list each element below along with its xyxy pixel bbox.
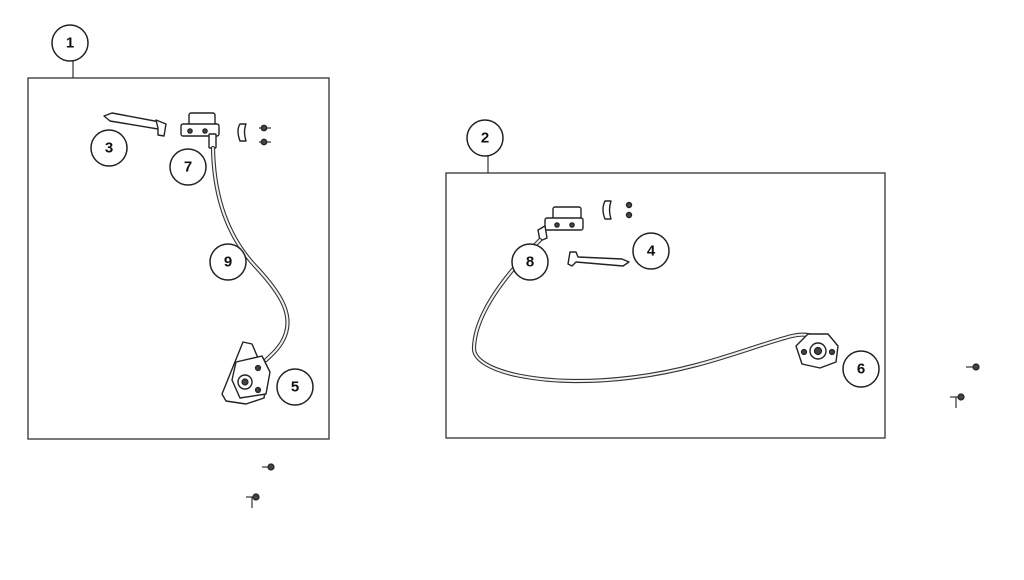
brake-hose-left bbox=[210, 145, 290, 363]
svg-text:3: 3 bbox=[105, 140, 113, 157]
assembly-1-callout: 1 bbox=[51, 24, 89, 62]
callout-7: 7 bbox=[169, 148, 207, 186]
bolt-pair-left bbox=[259, 124, 271, 146]
brake-lever-right bbox=[567, 251, 630, 267]
svg-text:8: 8 bbox=[526, 254, 534, 271]
svg-text:9: 9 bbox=[224, 254, 232, 271]
assembly-2-frame bbox=[445, 172, 886, 439]
callout-4: 4 bbox=[632, 232, 670, 270]
svg-text:4: 4 bbox=[647, 243, 656, 260]
master-cylinder-right bbox=[537, 206, 584, 242]
svg-text:6: 6 bbox=[857, 361, 865, 378]
svg-text:5: 5 bbox=[291, 379, 299, 396]
clamp-left bbox=[237, 123, 247, 142]
assembly-2-callout: 2 bbox=[466, 119, 504, 157]
master-cylinder-left bbox=[180, 112, 220, 149]
caliper-right bbox=[795, 333, 839, 369]
caliper-left bbox=[221, 341, 271, 405]
assembly-1-group: 1 bbox=[27, 24, 330, 440]
svg-text:7: 7 bbox=[184, 159, 192, 176]
callout-5: 5 bbox=[276, 368, 314, 406]
assembly-2-label: 2 bbox=[481, 130, 489, 147]
callout-6: 6 bbox=[842, 350, 880, 388]
assembly-1-frame bbox=[27, 77, 330, 440]
brake-lever-left bbox=[103, 112, 167, 137]
callout-8: 8 bbox=[511, 243, 549, 281]
assembly-2-group: 2 bbox=[445, 119, 886, 439]
callout-9: 9 bbox=[209, 243, 247, 281]
mounting-bolts-left bbox=[246, 463, 275, 508]
assembly-1-label: 1 bbox=[66, 35, 74, 52]
callout-3: 3 bbox=[90, 129, 128, 167]
brake-hose-right bbox=[471, 237, 815, 384]
mounting-bolts-right bbox=[950, 363, 980, 408]
bolt-pair-right bbox=[625, 201, 633, 219]
clamp-right bbox=[602, 200, 612, 220]
